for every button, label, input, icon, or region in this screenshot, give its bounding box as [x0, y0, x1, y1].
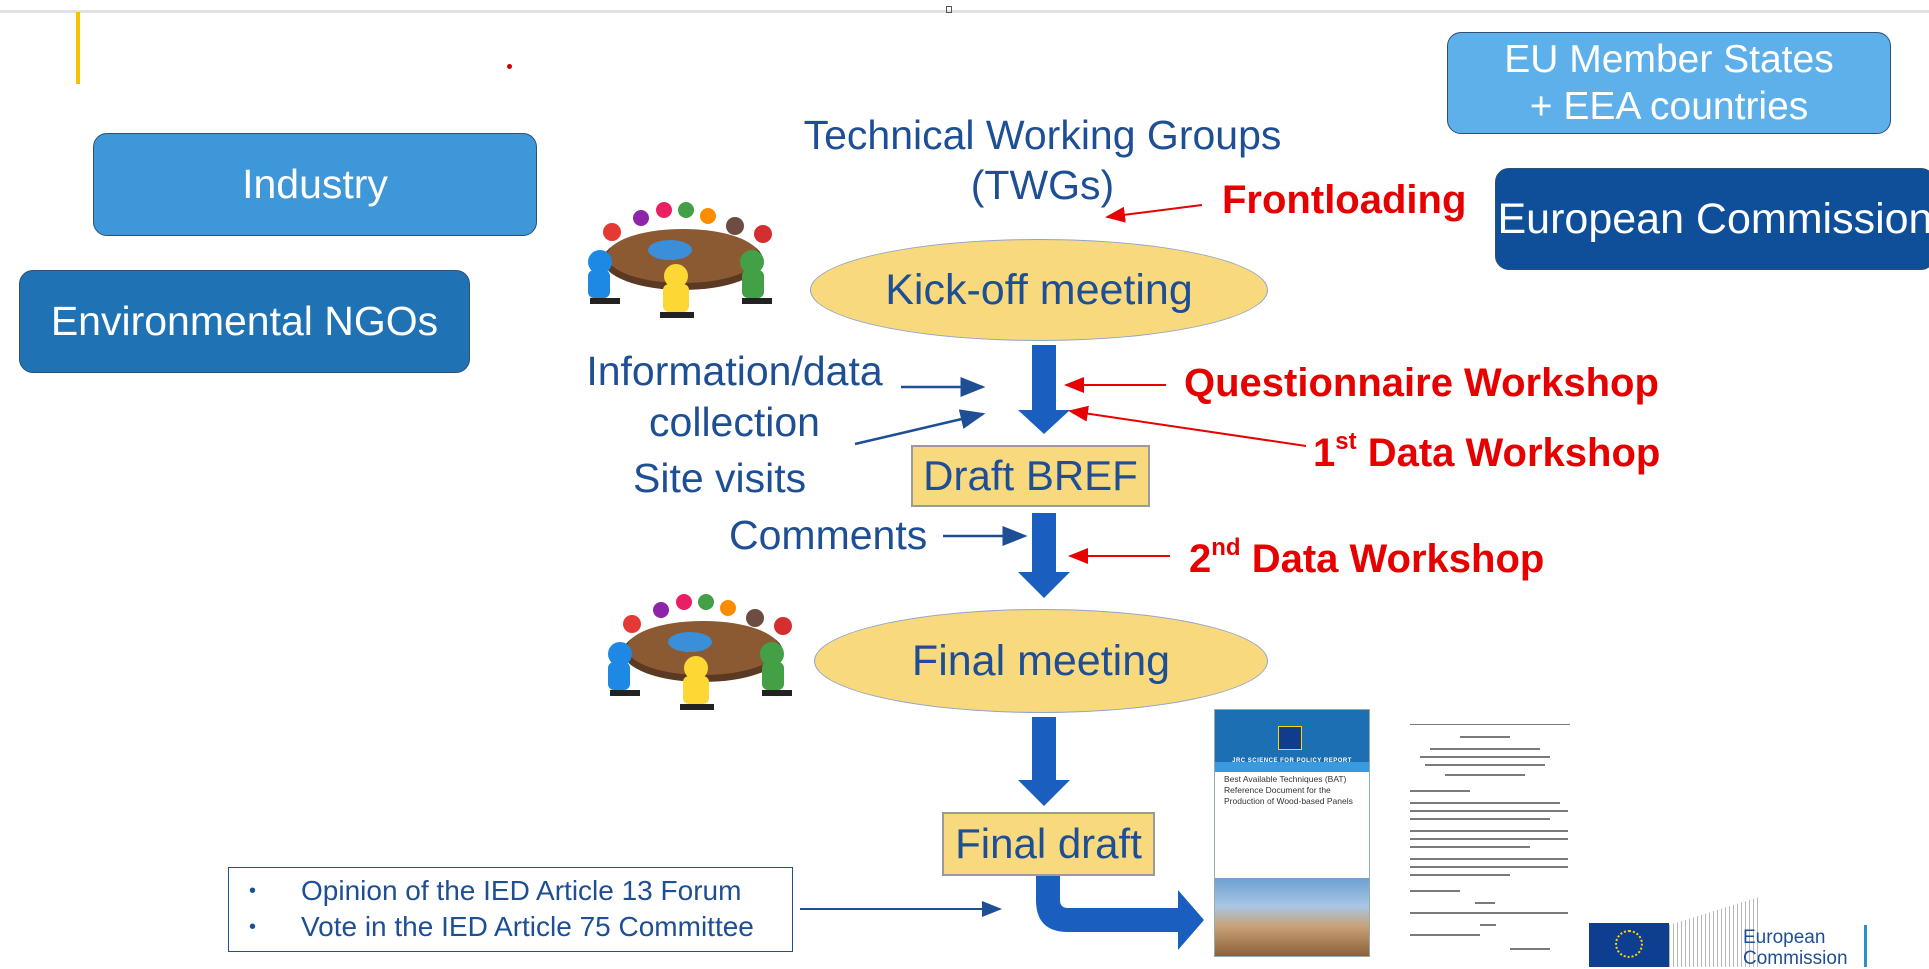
final-step-text: Vote in the IED Article 75 Committee	[301, 911, 754, 942]
comments-label: Comments	[729, 512, 927, 559]
european-commission-logo: European Commission	[1585, 897, 1871, 967]
final-steps-list: •Opinion of the IED Article 13 Forum •Vo…	[239, 873, 792, 945]
cover-header: JRC SCIENCE FOR POLICY REPORT	[1215, 758, 1369, 764]
site-visits-label: Site visits	[633, 455, 806, 502]
down-arrow-2	[1018, 513, 1070, 598]
down-arrow-3	[1018, 717, 1070, 806]
final-draft-label: Final draft	[955, 820, 1142, 868]
down-arrow-1	[1018, 345, 1070, 434]
first-data-workshop-text: Data Workshop	[1357, 431, 1661, 475]
final-draft-box: Final draft	[942, 812, 1155, 876]
second-data-workshop-label: 2nd Data Workshop	[1189, 534, 1544, 582]
first-data-workshop-num: 1	[1313, 431, 1335, 475]
decision-document-page	[1400, 712, 1578, 962]
final-meeting-label: Final meeting	[912, 637, 1170, 686]
eu-flag-icon	[1278, 726, 1302, 750]
frontloading-label: Frontloading	[1222, 178, 1466, 223]
final-steps-box: •Opinion of the IED Article 13 Forum •Vo…	[228, 867, 793, 952]
cover-title: Best Available Techniques (BAT) Referenc…	[1224, 774, 1364, 807]
second-data-workshop-num: 2	[1189, 537, 1211, 581]
eu-stars-icon	[1615, 930, 1643, 958]
kickoff-meeting-ellipse: Kick-off meeting	[810, 239, 1268, 341]
twgs-line2: (TWGs)	[795, 160, 1290, 210]
final-step-item: •Vote in the IED Article 75 Committee	[239, 909, 792, 945]
logo-accent-bar	[1864, 925, 1867, 967]
cover-photo	[1215, 878, 1369, 957]
bref-document-cover: JRC SCIENCE FOR POLICY REPORT Best Avail…	[1214, 709, 1370, 957]
info-collection-line2: collection	[582, 397, 887, 448]
second-data-workshop-sup: nd	[1211, 534, 1240, 561]
final-step-item: •Opinion of the IED Article 13 Forum	[239, 873, 792, 909]
kickoff-meeting-label: Kick-off meeting	[885, 266, 1193, 315]
bullet-icon: •	[239, 873, 301, 909]
logo-text-line2: Commission	[1743, 948, 1848, 969]
twgs-label: Technical Working Groups (TWGs)	[795, 110, 1290, 210]
first-data-workshop-label: 1st Data Workshop	[1313, 428, 1660, 476]
info-collection-label: Information/data collection	[582, 346, 887, 448]
info-collection-line1: Information/data	[582, 346, 887, 397]
draft-bref-box: Draft BREF	[911, 445, 1150, 507]
first-data-workshop-sup: st	[1335, 428, 1356, 455]
second-data-workshop-text: Data Workshop	[1241, 537, 1545, 581]
bullet-icon: •	[239, 909, 301, 945]
meeting-table-icon-2	[608, 594, 792, 710]
logo-text: European Commission	[1743, 927, 1848, 969]
logo-text-line1: European	[1743, 927, 1848, 948]
final-meeting-ellipse: Final meeting	[814, 609, 1268, 713]
meeting-table-icon-1	[588, 202, 772, 318]
twgs-line1: Technical Working Groups	[795, 110, 1290, 160]
final-step-text: Opinion of the IED Article 13 Forum	[301, 875, 741, 906]
questionnaire-workshop-label: Questionnaire Workshop	[1184, 361, 1659, 406]
curved-arrow-to-document	[1036, 876, 1204, 950]
draft-bref-label: Draft BREF	[923, 452, 1138, 500]
